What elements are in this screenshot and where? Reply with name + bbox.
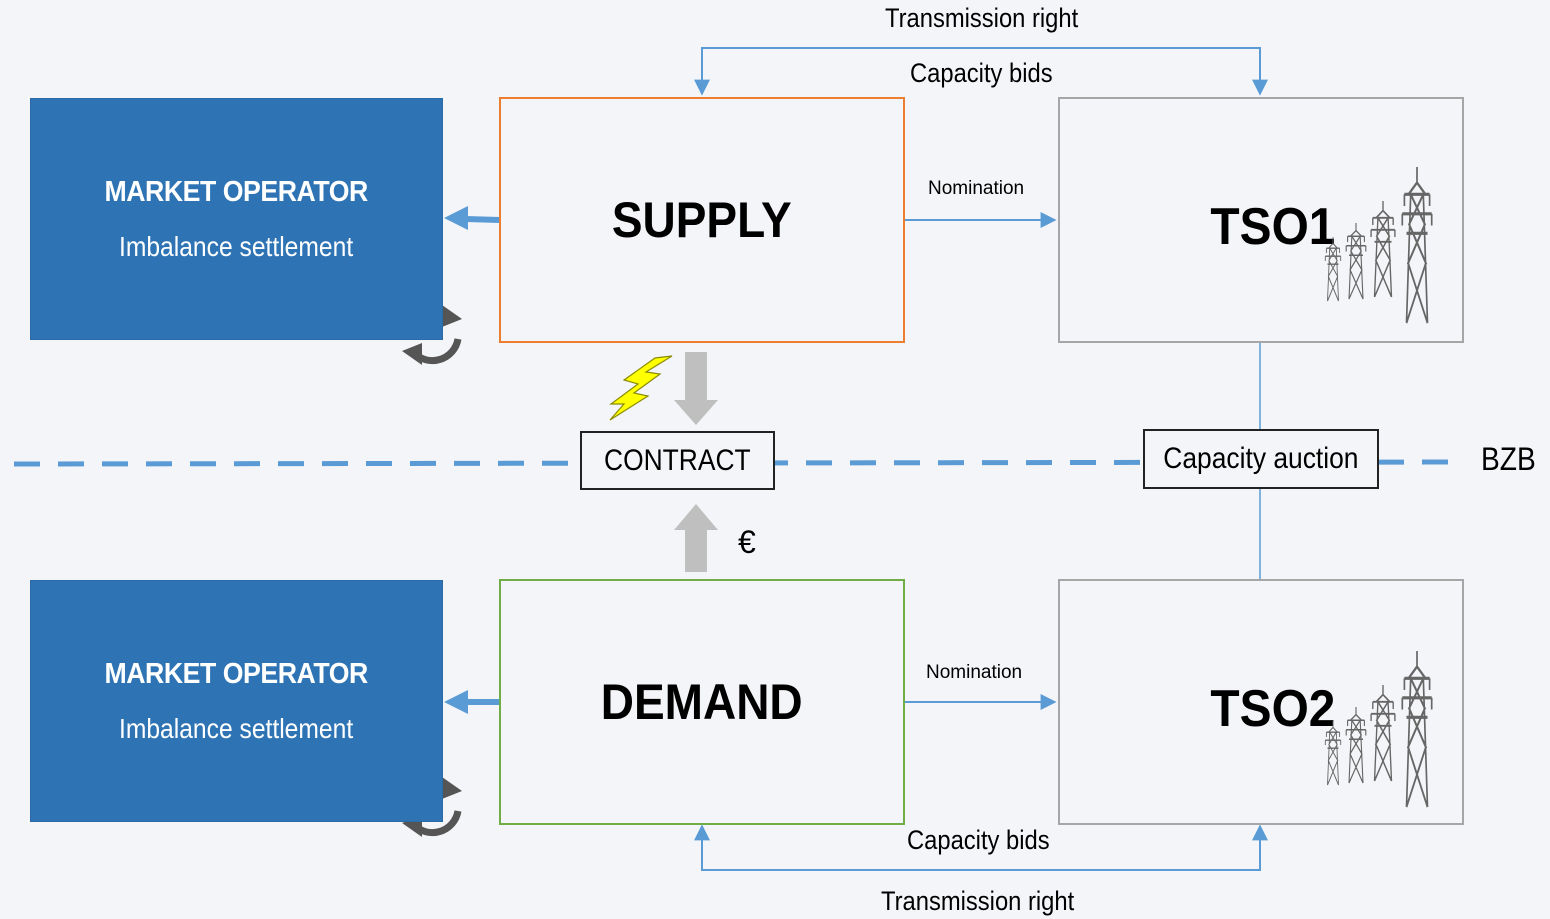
- supply-to-contract-arrow: [674, 352, 718, 425]
- contract-label: CONTRACT: [604, 443, 751, 477]
- market-operator-bottom: MARKET OPERATOR Imbalance settlement: [30, 580, 443, 822]
- capacity-bids-label-top: Capacity bids: [910, 58, 1053, 88]
- top-loop-connector: [694, 47, 1268, 96]
- demand-label: DEMAND: [601, 674, 803, 730]
- euro-symbol: €: [738, 524, 756, 560]
- tso1-box: TSO1: [1058, 97, 1464, 343]
- settlement-arrow-top: [444, 206, 501, 230]
- bzb-label: BZB: [1481, 441, 1536, 477]
- contract-box: CONTRACT: [580, 431, 775, 490]
- market-operator-title: MARKET OPERATOR: [104, 175, 369, 208]
- nomination-label-top: Nomination: [928, 178, 1025, 199]
- capacity-auction-label: Capacity auction: [1163, 442, 1359, 475]
- tso2-label: TSO2: [1210, 680, 1336, 738]
- capacity-bids-label-bottom: Capacity bids: [907, 825, 1050, 855]
- transmission-tower-icon: [1324, 167, 1434, 325]
- nomination-label-bottom: Nomination: [926, 662, 1023, 683]
- supply-box: SUPPLY: [499, 97, 905, 343]
- tso2-box: TSO2: [1058, 579, 1464, 825]
- transmission-tower-icon: [1324, 651, 1434, 809]
- transmission-right-label-bottom: Transmission right: [881, 886, 1075, 916]
- capacity-auction-box: Capacity auction: [1143, 429, 1379, 489]
- transmission-right-label-top: Transmission right: [885, 3, 1079, 33]
- demand-to-contract-arrow: [674, 504, 718, 572]
- bottom-loop-connector: [694, 824, 1268, 871]
- settlement-arrow-bottom: [444, 690, 500, 714]
- lightning-bolt-icon: [609, 355, 673, 421]
- market-operator-top: MARKET OPERATOR Imbalance settlement: [30, 98, 443, 340]
- supply-label: SUPPLY: [612, 192, 792, 248]
- market-operator-subtitle: Imbalance settlement: [119, 712, 354, 744]
- demand-box: DEMAND: [499, 579, 905, 825]
- tso1-label: TSO1: [1210, 198, 1336, 256]
- market-operator-title: MARKET OPERATOR: [104, 657, 369, 690]
- market-operator-subtitle: Imbalance settlement: [119, 230, 354, 262]
